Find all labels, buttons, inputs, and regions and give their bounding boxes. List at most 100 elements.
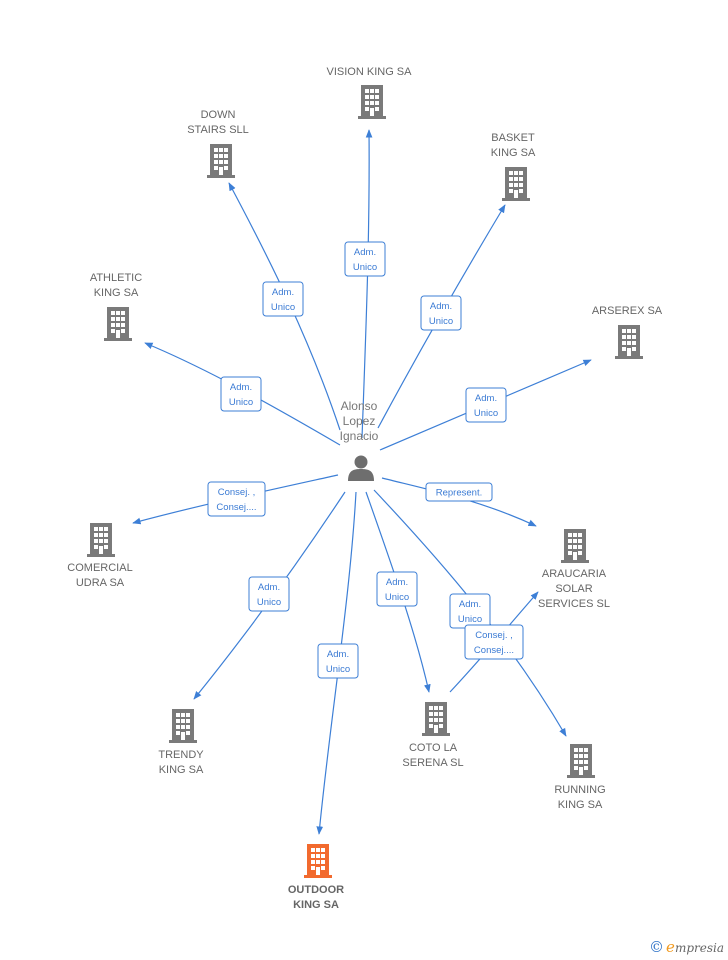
company-label: SERENA SL	[402, 757, 463, 769]
role-label: Adm.	[230, 382, 252, 393]
company-label: VISION KING SA	[327, 66, 413, 78]
role-badge-arserex[interactable]: Adm. Unico	[465, 387, 507, 423]
role-label: Adm.	[327, 649, 349, 660]
person-name: Lopez	[343, 414, 376, 428]
company-node-araucaria[interactable]: ARAUCARIA SOLAR SERVICES SL	[538, 529, 610, 610]
brand-name: mpresia	[674, 941, 724, 955]
company-label: UDRA SA	[76, 577, 125, 589]
role-badge-araucaria_from_coto[interactable]: Consej. , Consej....	[464, 624, 524, 660]
role-badge-box	[262, 281, 304, 317]
company-node-outdoor[interactable]: OUTDOOR KING SA	[288, 844, 344, 911]
company-label: TRENDY	[158, 749, 204, 761]
role-label: Unico	[229, 397, 253, 408]
copyright-icon: ©	[649, 938, 665, 956]
building-icon	[358, 85, 386, 119]
person-icon	[348, 455, 374, 481]
building-icon	[502, 167, 530, 201]
company-node-running[interactable]: RUNNING KING SA	[554, 744, 606, 811]
company-label: SERVICES SL	[538, 598, 610, 610]
role-badge-box	[465, 387, 507, 423]
role-label: Unico	[474, 408, 498, 419]
role-badge-comercial[interactable]: Consej. , Consej....	[207, 481, 266, 517]
role-badge-box	[376, 571, 418, 607]
brand-initial: e	[666, 938, 675, 956]
building-icon	[207, 144, 235, 178]
role-badge-box	[344, 241, 386, 277]
edges-layer	[132, 129, 592, 835]
role-label: Unico	[385, 592, 409, 603]
role-label: Adm.	[354, 247, 376, 258]
role-label: Consej. ,	[218, 487, 256, 498]
company-label: COMERCIAL	[67, 562, 132, 574]
company-label: KING SA	[558, 799, 603, 811]
role-badge-basket[interactable]: Adm. Unico	[420, 295, 462, 331]
company-node-comercial[interactable]: COMERCIAL UDRA SA	[67, 523, 133, 589]
building-icon	[567, 744, 595, 778]
role-badge-coto[interactable]: Adm. Unico	[376, 571, 418, 607]
role-badge-box	[464, 624, 524, 660]
role-label: Adm.	[386, 577, 408, 588]
role-label: Unico	[326, 664, 350, 675]
building-icon	[615, 325, 643, 359]
role-label: Adm.	[430, 301, 452, 312]
role-label: Adm.	[272, 287, 294, 298]
person-name: Alonso	[341, 399, 378, 413]
company-label: KING SA	[491, 147, 536, 159]
role-label: Consej....	[216, 502, 256, 513]
role-label: Unico	[458, 614, 482, 625]
role-badge-box	[248, 576, 290, 612]
company-label: OUTDOOR	[288, 884, 344, 896]
company-label: STAIRS SLL	[187, 124, 249, 136]
building-icon	[422, 702, 450, 736]
company-label: ARAUCARIA	[542, 568, 607, 580]
role-label: Unico	[429, 316, 453, 327]
role-badge-trendy[interactable]: Adm. Unico	[248, 576, 290, 612]
company-label: COTO LA	[409, 742, 458, 754]
role-label: Unico	[257, 597, 281, 608]
building-icon	[87, 523, 115, 557]
person-name: Ignacio	[340, 429, 379, 443]
company-label: KING SA	[159, 764, 204, 776]
role-label: Unico	[271, 302, 295, 313]
building-icon	[169, 709, 197, 743]
company-label: ARSEREX SA	[592, 305, 663, 317]
role-badge-box	[207, 481, 266, 517]
role-label: Adm.	[258, 582, 280, 593]
company-label: RUNNING	[554, 784, 605, 796]
company-label: BASKET	[491, 132, 535, 144]
company-label: ATHLETIC	[90, 272, 142, 284]
role-badge-box	[317, 643, 359, 679]
company-label: KING SA	[293, 899, 339, 911]
role-badge-down[interactable]: Adm. Unico	[262, 281, 304, 317]
company-node-trendy[interactable]: TRENDY KING SA	[158, 709, 204, 776]
role-badge-box	[420, 295, 462, 331]
company-label: SOLAR	[555, 583, 592, 595]
building-icon	[561, 529, 589, 563]
edge-vision	[361, 129, 373, 439]
role-badge-box	[425, 482, 493, 502]
role-badge-box	[220, 376, 262, 412]
role-badge-running[interactable]: Adm. Unico	[449, 593, 491, 629]
role-label: Consej. ,	[475, 630, 513, 641]
company-node-arserex[interactable]: ARSEREX SA	[592, 305, 663, 359]
company-node-basket[interactable]: BASKET KING SA	[491, 132, 536, 201]
role-badge-outdoor[interactable]: Adm. Unico	[317, 643, 359, 679]
company-label: KING SA	[94, 287, 139, 299]
company-node-vision[interactable]: VISION KING SA	[327, 66, 413, 119]
building-icon	[304, 844, 332, 878]
company-node-athletic[interactable]: ATHLETIC KING SA	[90, 272, 142, 341]
company-node-coto[interactable]: COTO LA SERENA SL	[402, 702, 464, 769]
empresia-logo[interactable]: ©empresia	[649, 938, 724, 956]
role-label: Represent.	[436, 488, 482, 499]
role-label: Adm.	[459, 599, 481, 610]
role-label: Adm.	[475, 393, 497, 404]
role-label: Consej....	[474, 645, 514, 656]
role-badge-athletic[interactable]: Adm. Unico	[220, 376, 262, 412]
role-label: Unico	[353, 262, 377, 273]
role-badge-vision[interactable]: Adm. Unico	[344, 241, 386, 277]
role-badge-araucaria[interactable]: Represent.	[425, 482, 493, 502]
